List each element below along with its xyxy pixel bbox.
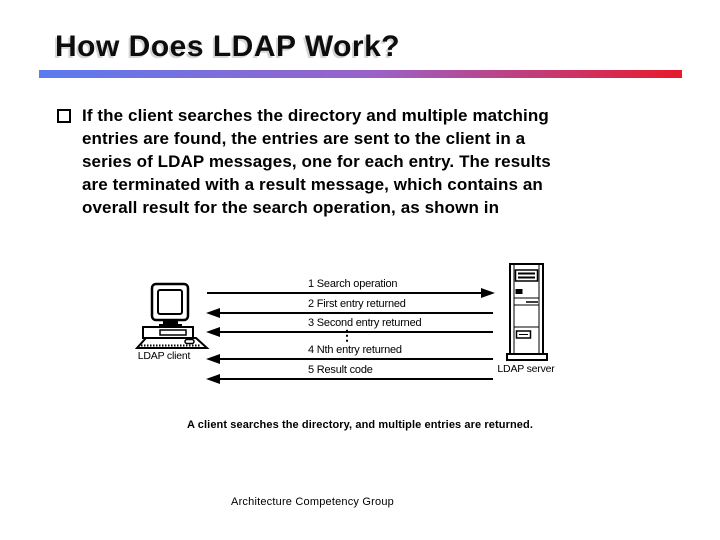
- arrow-left-icon: [206, 374, 220, 384]
- message-label-3: 3 Second entry returned: [308, 317, 422, 329]
- title-divider-bar: [39, 70, 682, 78]
- ldap-server-label: LDAP server: [497, 363, 555, 375]
- arrow-left-icon: [206, 308, 220, 318]
- ldap-client-label: LDAP client: [137, 350, 191, 362]
- arrow-line-1: [207, 292, 483, 294]
- bullet-line: entries are found, the entries are sent …: [82, 129, 526, 148]
- arrow-left-icon: [206, 354, 220, 364]
- arrow-left-icon: [206, 327, 220, 337]
- arrow-line-4: [218, 358, 493, 360]
- bullet-paragraph: If the client searches the directory and…: [82, 104, 551, 219]
- ldap-client-icon: [135, 282, 210, 349]
- ellipsis-dots: ⋮: [340, 327, 354, 343]
- message-label-5: 5 Result code: [308, 364, 373, 376]
- arrow-line-2: [218, 312, 493, 314]
- arrow-line-3: [218, 331, 493, 333]
- bullet-square-icon: [57, 109, 71, 123]
- bullet-item: If the client searches the directory and…: [57, 104, 637, 219]
- bullet-line: are terminated with a result message, wh…: [82, 175, 543, 194]
- arrow-right-icon: [481, 288, 495, 298]
- page-title: How Does LDAP Work?: [55, 30, 401, 63]
- message-label-2: 2 First entry returned: [308, 298, 406, 310]
- bullet-line: If the client searches the directory and…: [82, 106, 549, 125]
- bullet-line: overall result for the search operation,…: [82, 198, 500, 217]
- ldap-server-icon: [506, 263, 548, 361]
- message-label-1: 1 Search operation: [308, 278, 398, 290]
- arrow-line-5: [218, 378, 493, 380]
- bullet-line: series of LDAP messages, one for each en…: [82, 152, 551, 171]
- footer-text: Architecture Competency Group: [231, 496, 394, 508]
- diagram-caption: A client searches the directory, and mul…: [187, 419, 533, 431]
- message-label-4: 4 Nth entry returned: [308, 344, 402, 356]
